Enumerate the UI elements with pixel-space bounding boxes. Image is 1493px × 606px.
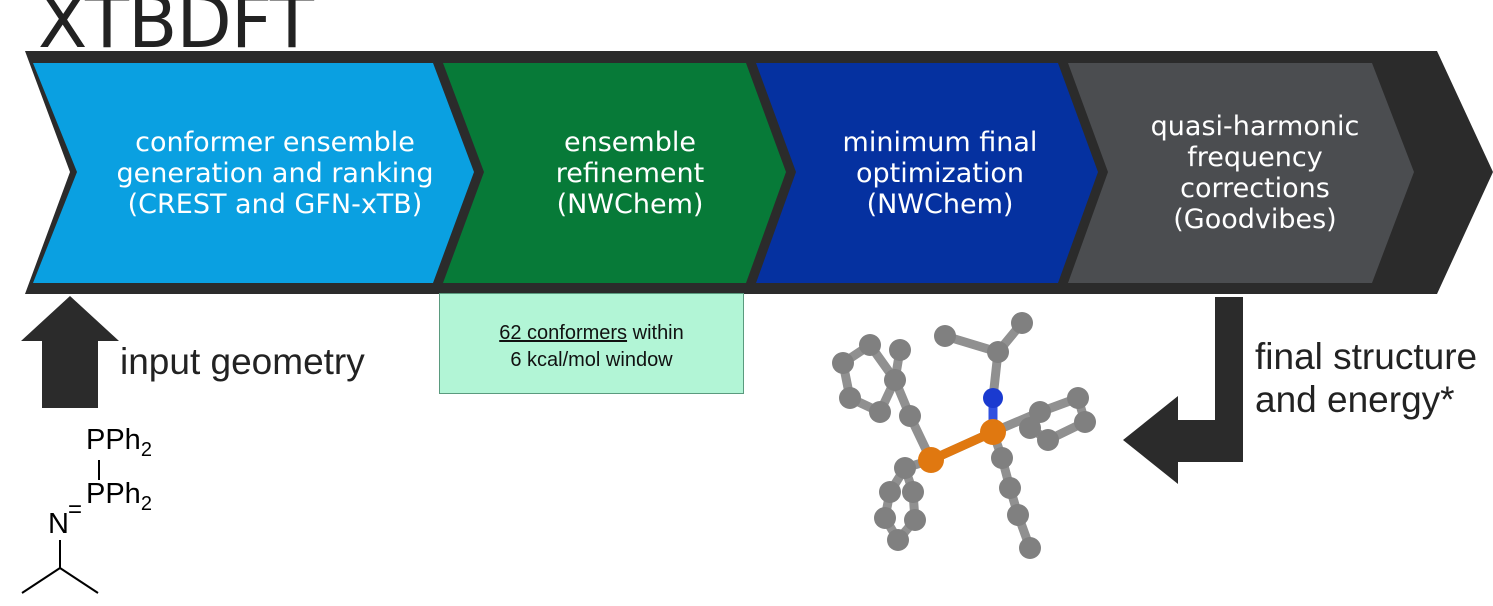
stage-conformer-generation-shape — [33, 63, 474, 283]
conformer-window: 6 kcal/mol window — [510, 349, 673, 371]
final-structure-molecule-model — [832, 312, 1096, 559]
stage-ensemble-refinement-label: ensemble refinement (NWChem) — [555, 126, 705, 220]
stage-quasi-harmonic-shape — [1068, 63, 1414, 283]
diagram-title: XTBDFT — [38, 0, 314, 64]
phosphorus-atom — [918, 447, 944, 473]
formula-double-bond: = — [68, 496, 83, 523]
phosphorus-atom — [980, 419, 1006, 445]
input-geometry-label: input geometry — [120, 341, 365, 382]
stage-conformer-generation-label: conformer ensemble generation and rankin… — [116, 126, 434, 220]
stage-ensemble-refinement-shape — [443, 63, 786, 283]
formula-nitrogen: N — [48, 508, 69, 540]
conformer-count: 62 conformers — [499, 322, 628, 344]
stage-minimum-optimization-label: minimum final optimization (NWChem) — [842, 126, 1038, 220]
stage-minimum-optimization-shape — [756, 63, 1098, 283]
input-arrow-icon — [21, 296, 119, 408]
nitrogen-atom — [983, 388, 1003, 408]
stage-quasi-harmonic-label: quasi-harmonic frequency corrections (Go… — [1150, 111, 1360, 235]
formula-pph2-top: PPh2 — [86, 424, 152, 461]
final-structure-label: final structure and energy* — [1255, 336, 1478, 420]
conformer-within: within — [627, 322, 684, 344]
input-molecule-structure — [21, 460, 100, 594]
formula-pph2-bottom: PPh2 — [86, 478, 152, 515]
output-arrow-icon — [1123, 297, 1243, 484]
conformer-count-note: 62 conformers within 6 kcal/mol window — [439, 293, 744, 394]
